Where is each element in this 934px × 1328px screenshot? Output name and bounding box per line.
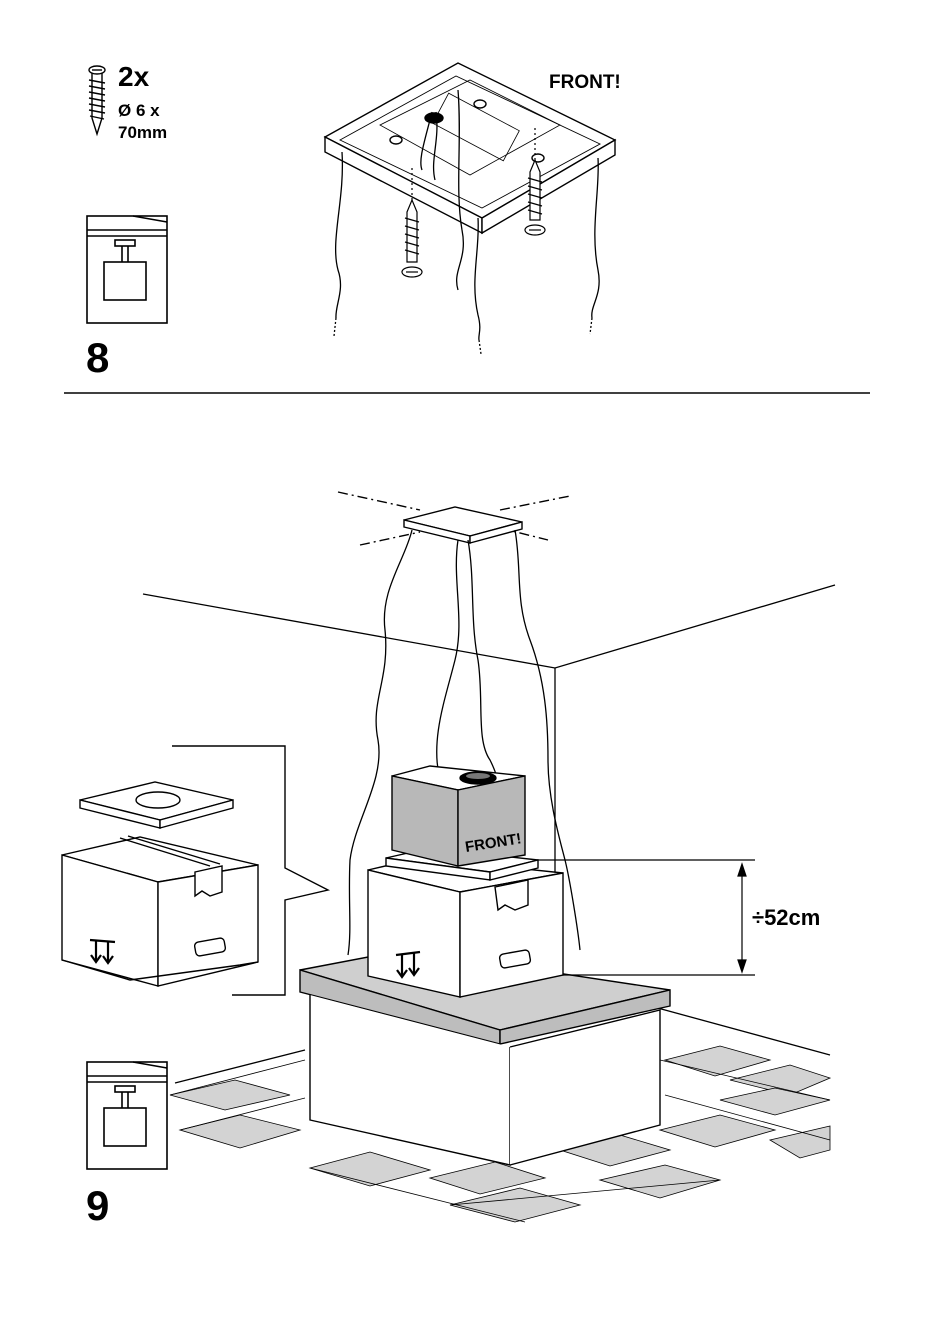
screw-length: 70mm — [118, 123, 167, 142]
front-label-step8: FRONT! — [549, 72, 621, 93]
screw-diameter: Ø 6 x — [118, 101, 160, 120]
packaging-callout — [62, 746, 328, 995]
step-number-9: 9 — [86, 1182, 109, 1229]
height-dimension — [537, 860, 755, 975]
support-box — [368, 858, 563, 997]
step-8-panel: 2x Ø 6 x 70mm 8 FRONT! — [86, 61, 621, 381]
step-number-8: 8 — [86, 334, 109, 381]
ceiling-plate — [338, 492, 570, 545]
screw-quantity: 2x — [118, 61, 150, 92]
hood-unit — [392, 766, 525, 866]
ceiling-mount-view-icon — [87, 216, 167, 323]
screw-icon — [89, 66, 105, 134]
dimension-label: ÷52cm — [752, 905, 820, 930]
step-9-panel: FRONT! ÷52cm — [62, 492, 835, 1229]
ceiling-mount-view-icon — [87, 1062, 167, 1169]
